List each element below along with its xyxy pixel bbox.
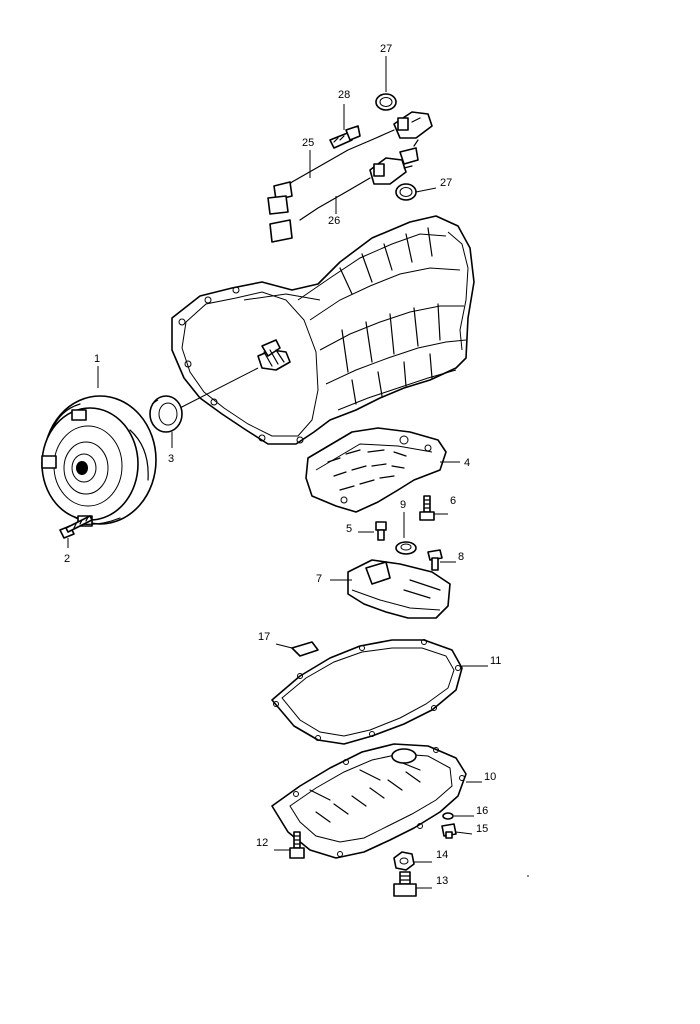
callout-5: 5 [346, 523, 352, 535]
speed-sensor-25 [267, 111, 433, 215]
callout-14: 14 [436, 849, 448, 861]
valve-body [305, 427, 447, 513]
callout-27-bottom: 27 [440, 177, 452, 189]
leader-lines [67, 56, 488, 889]
transmission-housing [171, 215, 475, 445]
callout-28: 28 [338, 89, 350, 101]
callout-4: 4 [464, 457, 470, 469]
stray-dot [527, 875, 529, 877]
callout-15: 15 [476, 823, 488, 835]
callout-16: 16 [476, 805, 488, 817]
callout-25: 25 [302, 137, 314, 149]
callout-7: 7 [316, 573, 322, 585]
callout-10: 10 [484, 771, 496, 783]
callout-3: 3 [168, 453, 174, 465]
callout-12: 12 [256, 837, 268, 849]
callout-27-top: 27 [380, 43, 392, 55]
callout-9: 9 [400, 499, 406, 511]
drain-seal-ring-16 [442, 812, 454, 820]
oil-pan [271, 743, 467, 859]
sensor-connector-28 [329, 125, 361, 149]
callout-labels: 1 2 3 4 5 6 7 8 9 10 11 12 13 14 15 16 1… [64, 43, 501, 887]
callout-1: 1 [94, 353, 100, 365]
filter-bolt [427, 549, 443, 571]
callout-26: 26 [328, 215, 340, 227]
callout-2: 2 [64, 553, 70, 565]
valve-body-bolt-6 [419, 495, 435, 521]
callout-13: 13 [436, 875, 448, 887]
drain-plug [393, 871, 417, 897]
o-ring-upper-27 [375, 93, 397, 111]
magnet-pad [291, 641, 319, 657]
oil-pan-gasket [271, 639, 463, 745]
callout-11: 11 [490, 655, 501, 667]
speed-sensor-26 [269, 147, 419, 243]
oil-pan-bolt [289, 831, 305, 859]
torque-converter [41, 395, 157, 527]
filter-seal-ring [395, 541, 417, 555]
o-ring-lower-27 [395, 183, 417, 201]
converter-bolt [59, 515, 93, 539]
valve-body-bolt-5 [375, 521, 387, 541]
shaft-seal [149, 395, 183, 433]
callout-6: 6 [450, 495, 456, 507]
oil-filter [347, 559, 451, 619]
callout-8: 8 [458, 551, 464, 563]
filler-plug-15 [441, 823, 457, 839]
callout-17: 17 [258, 631, 270, 643]
drain-plug-washer [393, 851, 415, 871]
